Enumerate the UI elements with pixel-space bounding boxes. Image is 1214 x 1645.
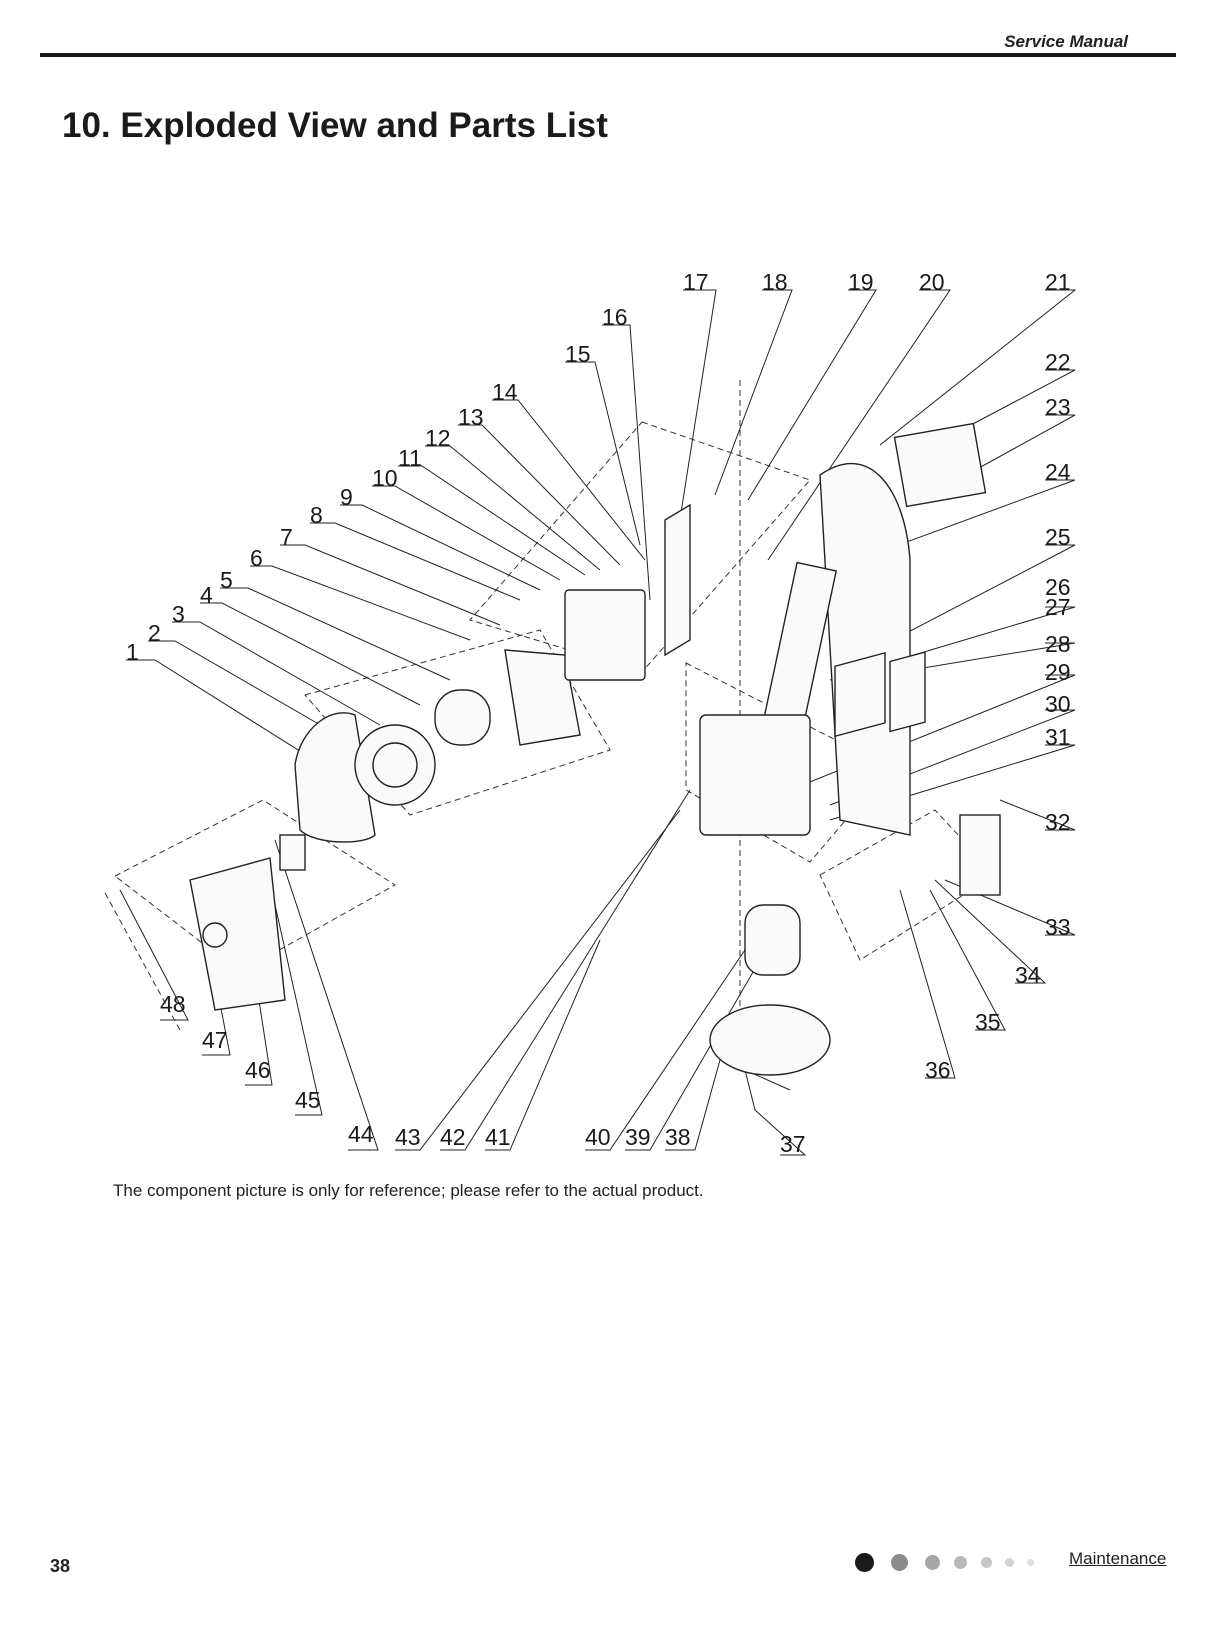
control-panel-part bbox=[665, 505, 690, 655]
leader-lines bbox=[120, 290, 1075, 1155]
callout-38: 38 bbox=[665, 1124, 691, 1150]
callout-8: 8 bbox=[310, 502, 323, 528]
callout-33: 33 bbox=[1045, 914, 1071, 940]
callout-1: 1 bbox=[126, 639, 139, 665]
chassis-part bbox=[700, 715, 810, 835]
fan-wheel-part bbox=[435, 690, 490, 745]
callout-36: 36 bbox=[925, 1057, 951, 1083]
callout-13: 13 bbox=[458, 404, 484, 430]
callout-20: 20 bbox=[919, 269, 945, 295]
section-progress-dots bbox=[855, 1550, 1055, 1580]
rear-grille-part bbox=[820, 464, 910, 835]
callout-48: 48 bbox=[160, 991, 186, 1017]
callout-34: 34 bbox=[1015, 962, 1041, 988]
callout-37: 37 bbox=[780, 1131, 806, 1157]
evaporator-part bbox=[565, 590, 645, 680]
callout-5: 5 bbox=[220, 567, 233, 593]
section-label: Maintenance bbox=[1069, 1549, 1166, 1569]
callout-44: 44 bbox=[348, 1121, 374, 1147]
callout-43: 43 bbox=[395, 1124, 421, 1150]
callout-45: 45 bbox=[295, 1087, 321, 1113]
callout-10: 10 bbox=[372, 465, 398, 491]
callout-28: 28 bbox=[1045, 631, 1071, 657]
electrical-box-part bbox=[835, 653, 885, 736]
callout-39: 39 bbox=[625, 1124, 651, 1150]
callout-27: 27 bbox=[1045, 594, 1071, 620]
callout-15: 15 bbox=[565, 341, 591, 367]
callout-22: 22 bbox=[1045, 349, 1071, 375]
callout-32: 32 bbox=[1045, 809, 1071, 835]
progress-dot bbox=[855, 1553, 874, 1572]
progress-dot bbox=[925, 1555, 940, 1570]
callout-21: 21 bbox=[1045, 269, 1071, 295]
callout-3: 3 bbox=[172, 601, 185, 627]
callout-24: 24 bbox=[1045, 459, 1071, 485]
callout-46: 46 bbox=[245, 1057, 271, 1083]
callout-19: 19 bbox=[848, 269, 874, 295]
callout-25: 25 bbox=[1045, 524, 1071, 550]
air-filter-part bbox=[895, 424, 986, 507]
progress-dot bbox=[1005, 1558, 1014, 1567]
callout-17: 17 bbox=[683, 269, 709, 295]
callout-30: 30 bbox=[1045, 691, 1071, 717]
callout-12: 12 bbox=[425, 425, 451, 451]
callout-40: 40 bbox=[585, 1124, 611, 1150]
compressor-part bbox=[745, 905, 800, 975]
callout-7: 7 bbox=[280, 524, 293, 550]
progress-dot bbox=[981, 1557, 992, 1568]
callout-18: 18 bbox=[762, 269, 788, 295]
callout-23: 23 bbox=[1045, 394, 1071, 420]
callout-2: 2 bbox=[148, 620, 161, 646]
callout-9: 9 bbox=[340, 484, 353, 510]
page-number: 38 bbox=[50, 1556, 70, 1577]
callout-4: 4 bbox=[200, 582, 213, 608]
callout-42: 42 bbox=[440, 1124, 466, 1150]
callout-16: 16 bbox=[602, 304, 628, 330]
callout-35: 35 bbox=[975, 1009, 1001, 1035]
side-panel-part bbox=[764, 563, 836, 728]
callout-41: 41 bbox=[485, 1124, 511, 1150]
callout-29: 29 bbox=[1045, 659, 1071, 685]
base-tray-part bbox=[710, 1005, 830, 1075]
callout-11: 11 bbox=[398, 445, 422, 471]
callout-47: 47 bbox=[202, 1027, 228, 1053]
progress-dot bbox=[954, 1556, 967, 1569]
callout-6: 6 bbox=[250, 545, 263, 571]
callout-14: 14 bbox=[492, 379, 518, 405]
progress-dot bbox=[891, 1554, 908, 1571]
progress-dot bbox=[1027, 1559, 1034, 1566]
callout-31: 31 bbox=[1045, 724, 1071, 750]
caption: The component picture is only for refere… bbox=[113, 1181, 704, 1201]
relay-board-part bbox=[960, 815, 1000, 895]
